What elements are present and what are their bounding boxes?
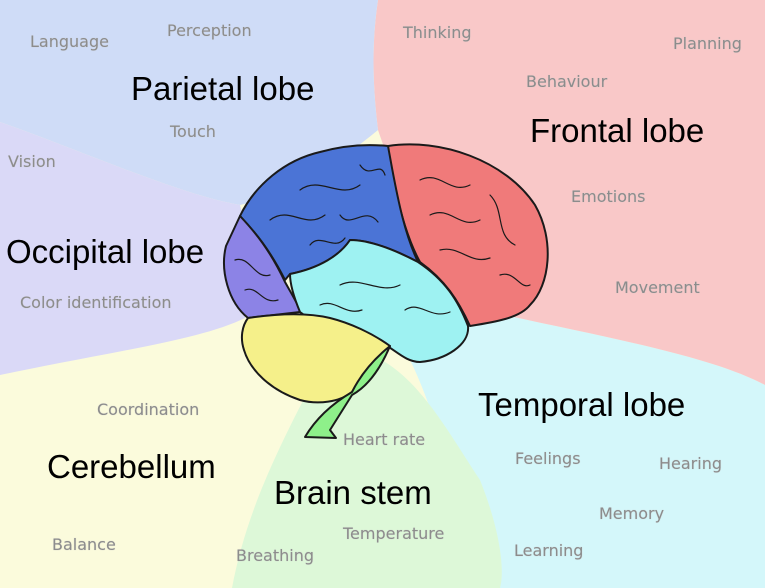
function-label: Coordination xyxy=(97,400,200,419)
function-label: Planning xyxy=(673,34,742,53)
function-label: Perception xyxy=(167,21,252,40)
function-label: Learning xyxy=(514,541,584,560)
frontal-lobe-label: Frontal lobe xyxy=(530,112,705,149)
function-label: Emotions xyxy=(571,187,646,206)
brain-stem xyxy=(304,345,391,439)
function-label: Touch xyxy=(170,122,216,141)
function-label: Vision xyxy=(8,152,56,171)
function-label: Memory xyxy=(599,504,665,523)
temporal-region xyxy=(410,300,765,588)
temporal-lobe-label: Temporal lobe xyxy=(478,386,686,423)
frontal-lobe xyxy=(387,143,549,327)
function-label: Breathing xyxy=(236,546,315,565)
function-label: Color identification xyxy=(20,293,172,312)
function-label: Feelings xyxy=(515,449,581,468)
function-label: Temperature xyxy=(343,524,445,543)
function-label: Heart rate xyxy=(343,430,426,449)
function-label: Language xyxy=(30,32,109,51)
function-label: Movement xyxy=(615,278,700,297)
occipital-lobe-label: Occipital lobe xyxy=(6,233,205,270)
parietal-lobe-label: Parietal lobe xyxy=(131,70,315,107)
function-label: Hearing xyxy=(659,454,722,473)
function-label: Balance xyxy=(52,535,116,554)
function-label: Behaviour xyxy=(526,72,608,91)
parietal-region xyxy=(0,0,378,205)
occipital-region xyxy=(0,122,249,375)
brain-stem-label: Brain stem xyxy=(274,474,432,511)
brainstem-region xyxy=(232,349,502,588)
temporal-lobe xyxy=(289,239,470,363)
cerebellum-label: Cerebellum xyxy=(47,448,216,485)
function-label: Thinking xyxy=(403,23,472,42)
brain-folds xyxy=(234,164,531,315)
